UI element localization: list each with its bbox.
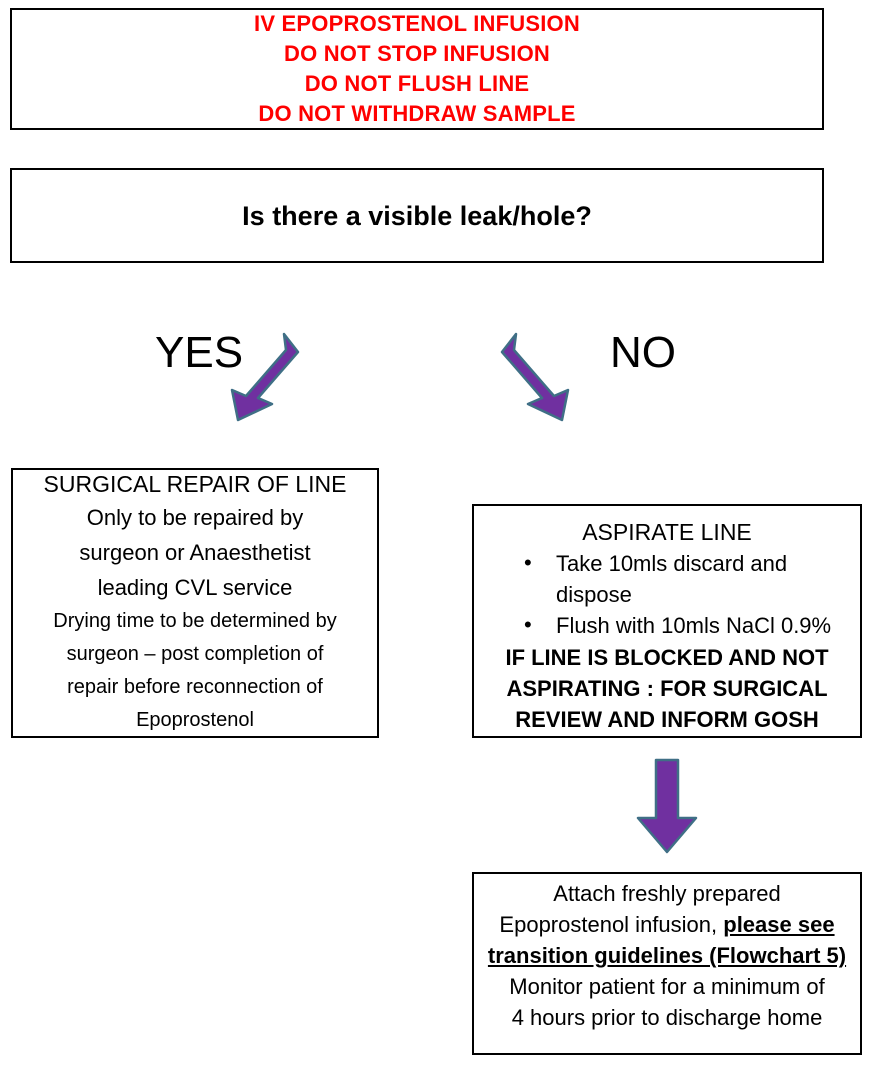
surgical-repair-body: Only to be repaired by surgeon or Anaest… bbox=[19, 500, 371, 605]
attach-line-5: 4 hours prior to discharge home bbox=[511, 1005, 823, 1030]
attach-line-2-plain: Epoprostenol infusion, bbox=[499, 912, 724, 937]
warning-line-2: DO NOT STOP INFUSION bbox=[284, 41, 550, 66]
arrow-down-icon bbox=[630, 756, 704, 856]
surgical-detail-line-3: repair before reconnection of bbox=[67, 676, 323, 698]
warning-line-1: IV EPOPROSTENOL INFUSION bbox=[254, 11, 580, 36]
aspirate-emphasis-text: IF LINE IS BLOCKED AND NOT ASPIRATING : … bbox=[482, 642, 852, 735]
arrow-down-right-icon bbox=[498, 330, 578, 426]
attach-line-1: Attach freshly prepared bbox=[553, 881, 781, 906]
attach-line-2: Epoprostenol infusion, please see bbox=[480, 909, 854, 940]
surgical-body-line-1: Only to be repaired by bbox=[86, 505, 304, 530]
question-text: Is there a visible leak/hole? bbox=[242, 200, 592, 231]
list-item: Take 10mls discard and dispose bbox=[524, 547, 852, 610]
attach-line-2-emphasis: please see bbox=[723, 912, 835, 937]
surgical-detail-line-1: Drying time to be determined by bbox=[53, 610, 337, 632]
attach-line-3-emphasis: transition guidelines (Flowchart 5) bbox=[487, 943, 847, 968]
surgical-body-line-2: surgeon or Anaesthetist bbox=[79, 540, 311, 565]
aspirate-emphasis-line-1: IF LINE IS BLOCKED AND NOT bbox=[505, 645, 829, 670]
surgical-detail-line-2: surgeon – post completion of bbox=[66, 643, 324, 665]
attach-infusion-box: Attach freshly prepared Epoprostenol inf… bbox=[472, 872, 862, 1055]
surgical-body-line-3: leading CVL service bbox=[97, 575, 293, 600]
surgical-repair-box: SURGICAL REPAIR OF LINE Only to be repai… bbox=[11, 468, 379, 738]
list-item: Flush with 10mls NaCl 0.9% bbox=[524, 609, 852, 641]
warning-box: IV EPOPROSTENOL INFUSION DO NOT STOP INF… bbox=[10, 8, 824, 130]
no-branch-label: NO bbox=[610, 328, 676, 377]
aspirate-emphasis-line-3: REVIEW AND INFORM GOSH bbox=[515, 707, 819, 732]
attach-line-4: Monitor patient for a minimum of bbox=[509, 974, 825, 999]
aspirate-line-heading: ASPIRATE LINE bbox=[582, 519, 752, 545]
aspirate-line-box: ASPIRATE LINE Take 10mls discard and dis… bbox=[472, 504, 862, 738]
aspirate-bullet-list: Take 10mls discard and dispose Flush wit… bbox=[482, 547, 852, 641]
question-box: Is there a visible leak/hole? bbox=[10, 168, 824, 263]
arrow-down-left-icon bbox=[222, 330, 302, 426]
aspirate-emphasis-line-2: ASPIRATING : FOR SURGICAL bbox=[506, 676, 828, 701]
surgical-repair-heading: SURGICAL REPAIR OF LINE bbox=[43, 471, 347, 497]
warning-line-3: DO NOT FLUSH LINE bbox=[304, 71, 530, 96]
surgical-repair-detail: Drying time to be determined by surgeon … bbox=[19, 605, 371, 737]
warning-line-4: DO NOT WITHDRAW SAMPLE bbox=[258, 101, 576, 126]
yes-branch-label: YES bbox=[155, 328, 244, 377]
surgical-detail-line-4: Epoprostenol bbox=[136, 709, 254, 731]
attach-infusion-text: Attach freshly prepared Epoprostenol inf… bbox=[480, 878, 854, 1033]
